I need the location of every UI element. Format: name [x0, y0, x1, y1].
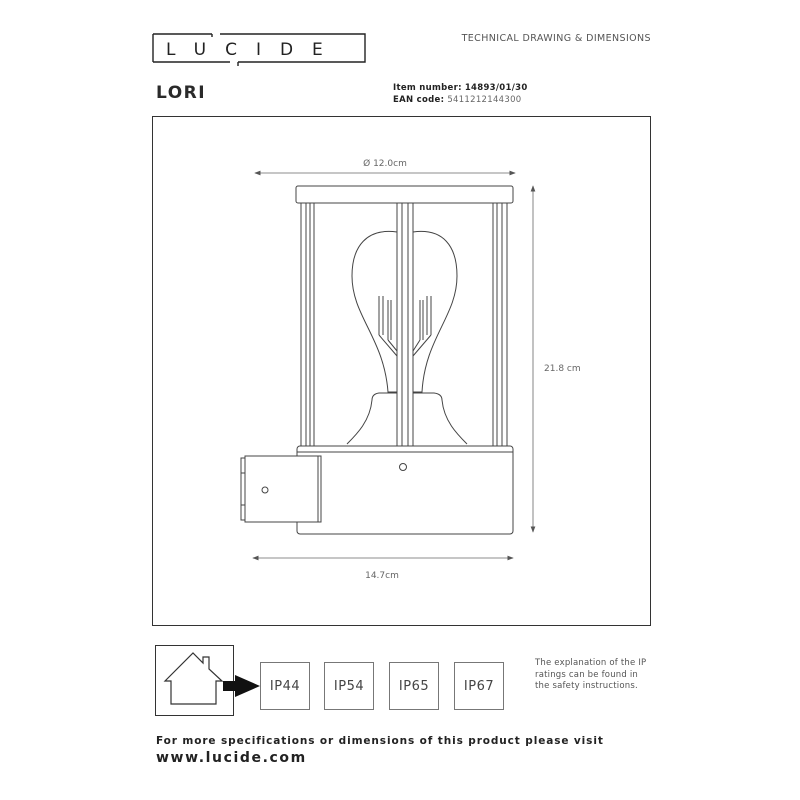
ip-rating-ip65: IP65 — [389, 662, 439, 710]
depth-label: 14.7cm — [365, 571, 399, 581]
svg-text:LUCIDE: LUCIDE — [166, 40, 342, 60]
footer-url-link[interactable]: www.lucide.com — [156, 750, 307, 766]
product-codes: Item number: 14893/01/30 EAN code: 54112… — [393, 82, 528, 106]
ean-label: EAN code: — [393, 95, 445, 105]
base-body — [296, 445, 514, 535]
lamp-technical-drawing: Ø 12.0cm 21.8 cm 14.7cm — [240, 158, 581, 581]
document-type: TECHNICAL DRAWING & DIMENSIONS — [461, 33, 651, 44]
arrow-right-icon — [223, 675, 260, 697]
ip-rating-ip44: IP44 — [260, 662, 310, 710]
ip-rating-ip54: IP54 — [324, 662, 374, 710]
house-icon — [163, 652, 224, 705]
bulb-right — [412, 230, 458, 393]
diameter-dimension: Ø 12.0cm — [254, 158, 516, 176]
footer-text: For more specifications or dimensions of… — [156, 735, 604, 747]
diameter-label: Ø 12.0cm — [363, 158, 407, 169]
ean-value: 5411212144300 — [447, 95, 522, 105]
depth-dimension: 14.7cm — [252, 555, 514, 581]
base-screw — [399, 463, 407, 471]
lamp-outline — [240, 185, 514, 535]
item-number-row: Item number: 14893/01/30 — [393, 82, 528, 94]
brand-logo: LUCIDE — [152, 33, 366, 66]
top-cap — [295, 185, 514, 204]
socket-left — [346, 392, 397, 445]
height-label: 21.8 cm — [544, 364, 581, 374]
ean-row: EAN code: 5411212144300 — [393, 94, 528, 106]
bulb-left — [351, 230, 398, 393]
mount-screw — [261, 486, 269, 494]
height-dimension: 21.8 cm — [530, 185, 581, 533]
wall-mount — [244, 455, 322, 523]
drawing-frame — [152, 116, 651, 626]
product-name: LORI — [156, 83, 207, 103]
lucide-logo-icon: LUCIDE — [152, 33, 366, 66]
socket-right — [413, 392, 468, 445]
indoor-outdoor-icon-box — [155, 645, 234, 716]
ip-rating-ip67: IP67 — [454, 662, 504, 710]
item-number-label: Item number: — [393, 83, 462, 93]
ip-rating-note: The explanation of the IP ratings can be… — [535, 658, 647, 691]
item-number-value: 14893/01/30 — [464, 83, 528, 93]
